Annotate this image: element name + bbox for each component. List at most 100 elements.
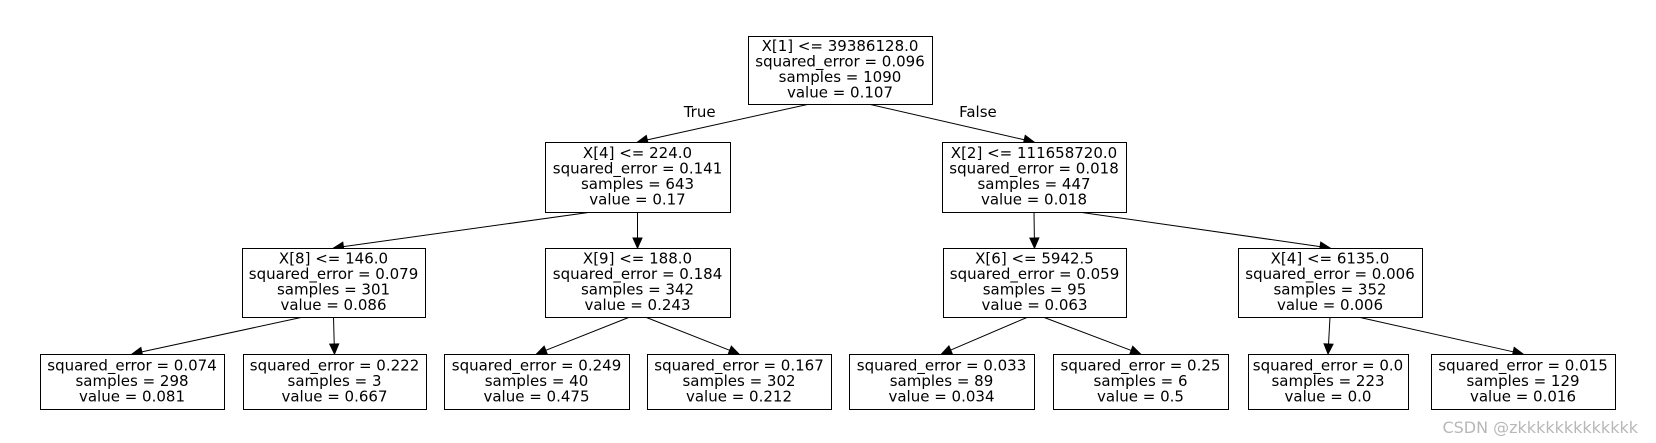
edge-line: [545, 316, 631, 351]
edge-n2-n6: [1078, 211, 1332, 252]
node-line: samples = 643: [581, 175, 694, 193]
edge-n5-n11: [940, 316, 1029, 355]
edge-line: [647, 103, 810, 141]
node-line: squared_error = 0.0: [1253, 356, 1403, 375]
node-line: value = 0.107: [787, 84, 893, 102]
edge-line: [645, 316, 730, 351]
node-line: value = 0.0: [1285, 387, 1372, 405]
edge-line: [950, 316, 1029, 351]
node-line: samples = 3: [288, 372, 382, 390]
node-box: [444, 354, 630, 410]
edge-n4-n9: [535, 316, 631, 356]
node-box: [849, 354, 1035, 410]
node-line: squared_error = 0.059: [950, 265, 1119, 284]
node-box: [943, 248, 1127, 318]
arrowhead: [1128, 345, 1142, 356]
node-line: squared_error = 0.25: [1061, 356, 1221, 375]
edge-line: [1357, 316, 1514, 353]
node-box: [545, 142, 731, 213]
node-box: [647, 354, 832, 410]
node-line: squared_error = 0.006: [1245, 265, 1414, 284]
node-line: squared_error = 0.079: [249, 265, 418, 284]
arrowhead: [1323, 343, 1334, 356]
node-line: samples = 89: [890, 372, 994, 390]
watermark: CSDN @zkkkkkkkkkkkkk: [1442, 418, 1638, 437]
edge-line: [141, 316, 304, 353]
edge-n6-n14: [1357, 316, 1525, 357]
edge-n3-n7: [130, 316, 304, 357]
node-line: X[9] <= 188.0: [583, 250, 692, 268]
node-line: samples = 129: [1466, 372, 1579, 390]
node-line: value = 0.034: [888, 387, 994, 405]
edge-line: [868, 103, 1025, 141]
node-line: samples = 40: [485, 372, 589, 390]
node-line: value = 0.475: [483, 387, 589, 405]
node-line: squared_error = 0.018: [949, 160, 1118, 179]
node-line: squared_error = 0.184: [553, 265, 722, 284]
arrowhead: [727, 345, 741, 356]
node-line: value = 0.667: [281, 387, 387, 405]
node-box: [942, 142, 1127, 213]
node-line: squared_error = 0.167: [654, 356, 823, 375]
node-line: value = 0.063: [981, 296, 1087, 314]
edges-layer: True False: [130, 103, 1525, 357]
node-line: X[4] <= 224.0: [583, 144, 692, 162]
node-line: samples = 301: [277, 281, 390, 299]
node-box: [748, 36, 933, 105]
node-line: squared_error = 0.222: [250, 356, 419, 375]
node-line: squared_error = 0.096: [755, 53, 924, 72]
node-box: [1431, 354, 1616, 410]
node-line: value = 0.016: [1470, 387, 1576, 405]
arrowhead: [1029, 237, 1040, 250]
node-box: [242, 248, 426, 318]
node-line: value = 0.17: [589, 191, 685, 209]
edge-line: [343, 211, 592, 248]
node-box: [1238, 248, 1423, 318]
node-line: samples = 6: [1094, 372, 1188, 390]
edge-line: [1042, 316, 1132, 351]
node-line: X[6] <= 5942.5: [975, 250, 1094, 268]
node-box: [1248, 354, 1409, 410]
edge-n3-n8: [328, 316, 340, 356]
edge-n6-n13: [1323, 316, 1334, 356]
edge-label-false: False: [959, 103, 997, 121]
edge-n4-n10: [645, 316, 741, 356]
node-box: [40, 354, 225, 410]
node-line: samples = 342: [581, 281, 694, 299]
node-line: X[4] <= 6135.0: [1271, 250, 1390, 268]
node-line: squared_error = 0.141: [553, 160, 722, 179]
node-line: X[8] <= 146.0: [279, 250, 388, 268]
edge-n0-n2: False: [868, 103, 1036, 145]
edge-n1-n3: [332, 211, 592, 252]
node-line: samples = 223: [1271, 372, 1384, 390]
node-box: [1053, 354, 1229, 410]
node-line: X[1] <= 39386128.0: [762, 37, 919, 55]
node-line: squared_error = 0.033: [857, 356, 1026, 375]
edge-n5-n12: [1042, 316, 1142, 356]
edge-label-true: True: [683, 103, 716, 121]
edge-n1-n4: [632, 212, 643, 250]
node-line: X[2] <= 111658720.0: [951, 144, 1117, 162]
node-line: value = 0.018: [981, 191, 1087, 209]
node-line: value = 0.212: [686, 387, 792, 405]
node-line: samples = 1090: [779, 68, 902, 86]
node-box: [243, 354, 427, 410]
arrowhead: [632, 237, 643, 250]
edge-line: [1328, 316, 1331, 345]
node-line: samples = 298: [75, 372, 188, 390]
